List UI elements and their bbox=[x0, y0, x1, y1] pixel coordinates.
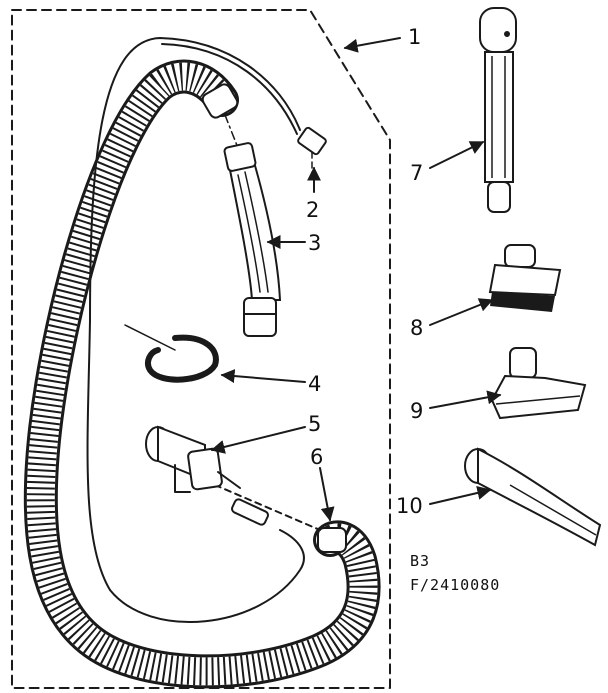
extension-wand bbox=[479, 7, 517, 213]
power-cord bbox=[86, 37, 327, 624]
figure-code-line1: B3 bbox=[410, 552, 430, 570]
callout-9: 9 bbox=[410, 399, 423, 423]
callout-6: 6 bbox=[310, 445, 323, 469]
callout-3: 3 bbox=[308, 231, 321, 255]
callout-5: 5 bbox=[308, 412, 321, 436]
cord-connector bbox=[297, 126, 327, 156]
leader-1 bbox=[343, 37, 401, 53]
leader-10 bbox=[429, 486, 492, 505]
hose-handle bbox=[145, 425, 241, 493]
dusting-brush bbox=[488, 244, 562, 312]
hose-assembly bbox=[23, 59, 381, 689]
figure-code-line2: F/2410080 bbox=[410, 576, 500, 594]
leader-6 bbox=[319, 467, 335, 522]
leader-4 bbox=[220, 369, 306, 384]
leader-7 bbox=[429, 141, 485, 169]
assembly-boundary bbox=[11, 9, 391, 689]
hose-coupling bbox=[223, 142, 282, 337]
upholstery-tool bbox=[490, 347, 587, 420]
leader-5 bbox=[210, 426, 306, 454]
callout-1: 1 bbox=[408, 25, 421, 49]
crevice-tool bbox=[464, 447, 602, 547]
callout-8: 8 bbox=[410, 316, 423, 340]
callout-10: 10 bbox=[396, 494, 423, 518]
leader-9 bbox=[429, 390, 502, 409]
callout-2: 2 bbox=[306, 198, 319, 222]
leader-8 bbox=[429, 298, 494, 326]
callout-4: 4 bbox=[308, 372, 321, 396]
callout-7: 7 bbox=[410, 161, 423, 185]
clamp-ring bbox=[124, 324, 219, 383]
